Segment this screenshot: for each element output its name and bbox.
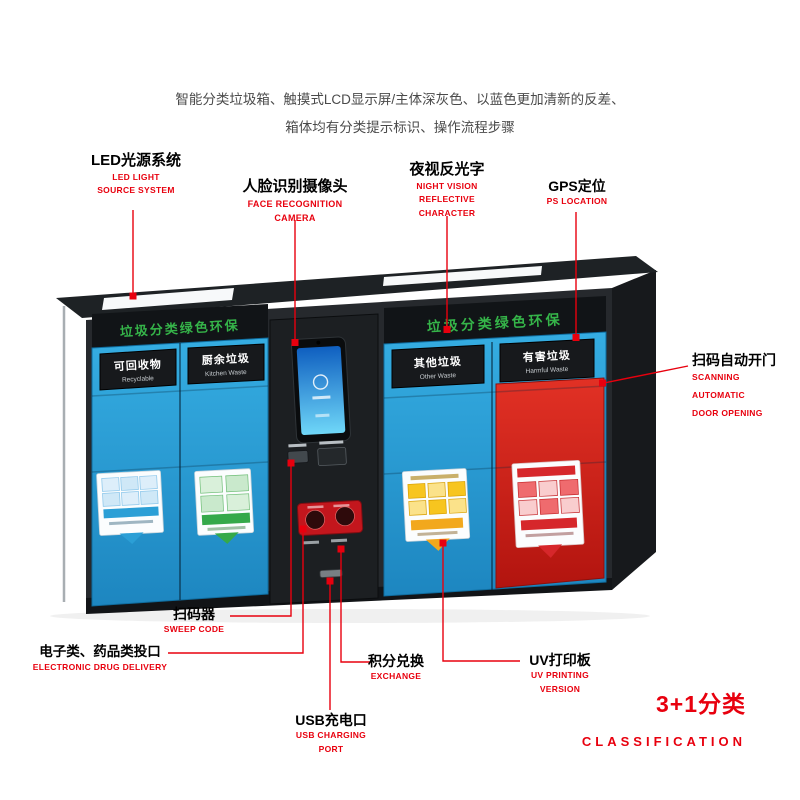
face-camera-dot — [316, 340, 321, 345]
callout-led: LED光源系统 LED LIGHT SOURCE SYSTEM — [84, 151, 188, 198]
drop-slot — [296, 500, 364, 536]
callout-exchange: 积分兑换 EXCHANGE — [364, 652, 428, 684]
callout-led-en1: LED LIGHT — [112, 171, 160, 182]
callout-night-vision: 夜视反光字 NIGHT VISION REFLECTIVE CHARACTER — [394, 160, 500, 220]
exchange-marker — [337, 545, 345, 553]
right-header-band — [384, 296, 606, 344]
callout-electronic-en1: ELECTRONIC DRUG DELIVERY — [32, 661, 168, 672]
other-waste-plate-en: Other Waste — [420, 372, 457, 381]
intro-line-2: 箱体均有分类提示标识、操作流程步骤 — [285, 120, 515, 135]
callout-gps-zh: GPS定位 — [548, 178, 606, 194]
center-column — [269, 313, 379, 605]
kitchen-plate — [187, 343, 265, 385]
callout-gps-en1: PS LOCATION — [546, 196, 608, 207]
recyclable-plate-zh: 可回收物 — [113, 357, 162, 373]
callout-lines — [129, 210, 689, 710]
callout-usb-en1: USB CHARGING PORT — [295, 730, 367, 754]
usb-marker — [326, 577, 334, 585]
exchange-line — [340, 549, 372, 663]
callout-usb-zh: USB充电口 — [295, 712, 367, 728]
other-waste-plate — [391, 344, 485, 389]
face-marker — [291, 339, 299, 346]
callout-classification-zh: 3+1分类 — [655, 691, 746, 717]
kitchen-plate-en: Kitchen Waste — [205, 369, 247, 378]
left-unit: 垃圾分类绿色环保 可回收物 Recyclable 厨余垃圾 Kitchen Wa… — [91, 304, 269, 607]
callout-scan-en1: SCANNING AUTOMATIC — [692, 372, 745, 401]
roof — [56, 256, 658, 318]
callout-sweep-en1: SWEEP CODE — [163, 624, 225, 635]
right-header-text: 垃圾分类绿色环保 — [426, 311, 563, 335]
callout-sweep-code: 扫码器 SWEEP CODE — [158, 605, 230, 637]
uv-marker — [439, 539, 447, 547]
kitchen-plate-zh: 厨余垃圾 — [201, 351, 250, 367]
callout-scan-door: 扫码自动开门 SCANNING AUTOMATIC DOOR OPENING — [692, 351, 794, 423]
callout-night-zh: 夜视反光字 — [409, 161, 485, 178]
night-marker — [443, 326, 451, 333]
callout-night-en2: REFLECTIVE CHARACTER — [418, 194, 476, 218]
callout-electronic-zh: 电子类、药品类投口 — [39, 644, 161, 659]
intro-line-1: 智能分类垃圾箱、触摸式LCD显示屏/主体深灰色、以蓝色更加清新的反差、 — [175, 92, 625, 107]
roof-vent-slot — [383, 266, 542, 286]
callout-scan-en2: DOOR OPENING — [692, 407, 763, 418]
callout-uv-print: UV打印板 UV PRINTING VERSION — [512, 651, 608, 696]
callout-classification-en1: CLASSIFICATION — [581, 733, 746, 749]
scan-door-marker — [599, 379, 606, 387]
points-panel — [317, 440, 347, 467]
recyclable-sticker — [96, 470, 164, 544]
callout-usb: USB充电口 USB CHARGING PORT — [286, 711, 376, 756]
callout-scan-zh: 扫码自动开门 — [692, 352, 776, 368]
callout-night-en1: NIGHT VISION — [416, 180, 478, 191]
left-header-band — [92, 304, 268, 348]
callout-sweep-zh: 扫码器 — [173, 606, 215, 622]
recyclable-plate — [99, 348, 177, 391]
kitchen-sticker — [194, 468, 255, 544]
callout-uv-en1: UV PRINTING VERSION — [530, 670, 590, 694]
callout-gps: GPS定位 PS LOCATION — [540, 177, 614, 209]
harmful-plate-en: Harmful Waste — [525, 366, 568, 375]
callout-exchange-en1: EXCHANGE — [370, 671, 422, 682]
gps-marker — [572, 334, 580, 341]
scan-door-line — [603, 365, 689, 384]
recyclable-plate-en: Recyclable — [122, 375, 154, 384]
ground-shadow — [50, 609, 650, 623]
sweep-line — [230, 463, 292, 617]
electronic-marker — [299, 525, 307, 533]
callout-face: 人脸识别摄像头 FACE RECOGNITION CAMERA — [232, 177, 358, 225]
callout-led-zh: LED光源系统 — [90, 152, 181, 169]
intro-paragraph: 智能分类垃圾箱、触摸式LCD显示屏/主体深灰色、以蓝色更加清新的反差、 箱体均有… — [0, 86, 800, 142]
callout-face-en1: FACE RECOGNITION CAMERA — [247, 198, 343, 223]
cabinet-side-panel — [612, 270, 656, 590]
harmful-plate-zh: 有害垃圾 — [522, 348, 571, 364]
led-light-strip — [102, 288, 234, 310]
other-waste-plate-zh: 其他垃圾 — [413, 354, 462, 370]
callout-uv-zh: UV打印板 — [529, 652, 591, 668]
electronic-line — [168, 529, 304, 654]
harmful-plate — [499, 338, 595, 383]
led-marker — [129, 292, 137, 300]
harmful-sticker — [511, 459, 585, 558]
callout-exchange-zh: 积分兑换 — [368, 653, 424, 669]
sweep-marker — [287, 459, 295, 467]
usb-port — [319, 569, 343, 578]
callout-electronic-delivery: 电子类、药品类投口 ELECTRONIC DRUG DELIVERY — [30, 643, 170, 674]
callout-face-zh: 人脸识别摄像头 — [242, 178, 348, 195]
callout-led-en2: SOURCE SYSTEM — [97, 185, 175, 196]
uv-line — [442, 543, 520, 662]
lcd-screen — [291, 336, 351, 444]
callout-classification: 3+1分类 CLASSIFICATION — [566, 690, 746, 753]
right-unit: 垃圾分类绿色环保 其他垃圾 Other Waste 有害垃圾 Harmful W… — [383, 296, 607, 597]
left-header-text: 垃圾分类绿色环保 — [119, 318, 240, 340]
